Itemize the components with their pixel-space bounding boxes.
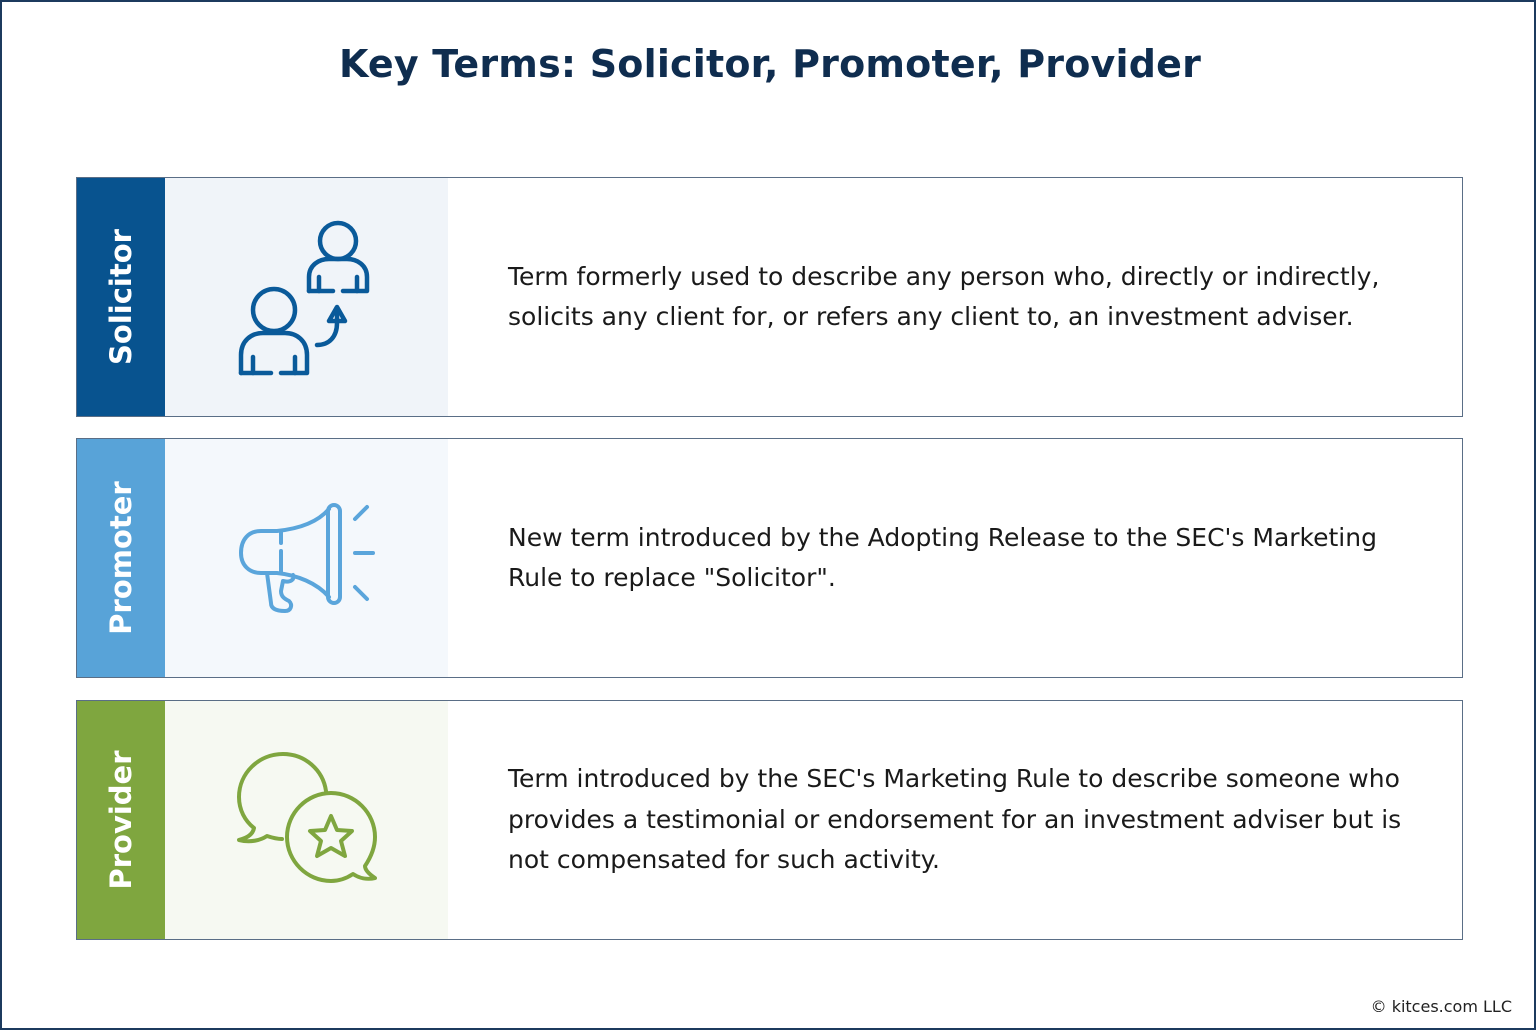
term-description: New term introduced by the Adopting Rele… bbox=[508, 522, 1377, 593]
icon-panel bbox=[165, 701, 448, 939]
term-label: Solicitor bbox=[104, 229, 138, 365]
term-description: Term formerly used to describe any perso… bbox=[508, 261, 1380, 332]
term-card-provider: Provider Term introduced by the SEC's Ma… bbox=[76, 700, 1463, 940]
person-referral-icon bbox=[238, 220, 369, 376]
chat-star-icon bbox=[236, 752, 377, 883]
term-card-promoter: Promoter New term introduced by the Adop… bbox=[76, 438, 1463, 678]
term-description: Term introduced by the SEC's Marketing R… bbox=[508, 764, 1402, 875]
term-card-solicitor: Solicitor Term formerly u bbox=[76, 177, 1463, 417]
term-label-strip: Promoter bbox=[77, 439, 165, 677]
icon-panel bbox=[165, 439, 448, 677]
page-title: Key Terms: Solicitor, Promoter, Provider bbox=[338, 42, 1202, 86]
icon-panel bbox=[165, 178, 448, 416]
term-label: Promoter bbox=[104, 481, 138, 635]
term-label-strip: Solicitor bbox=[77, 178, 165, 416]
megaphone-icon bbox=[238, 502, 375, 613]
term-label: Provider bbox=[104, 750, 138, 890]
copyright-footer: © kitces.com LLC bbox=[1370, 997, 1512, 1016]
term-label-strip: Provider bbox=[77, 701, 165, 939]
